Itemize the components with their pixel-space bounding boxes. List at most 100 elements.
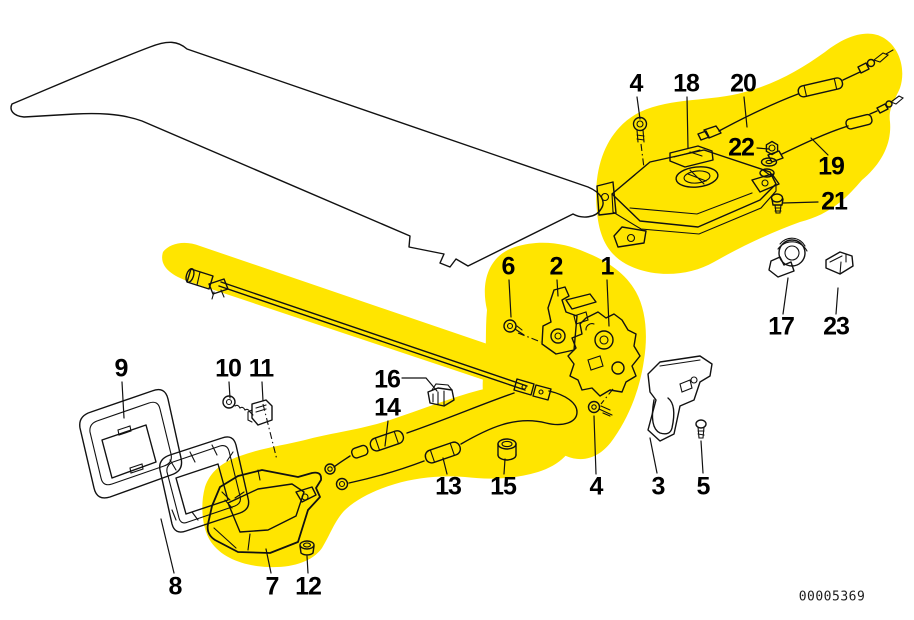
rod-fitting-ridge: [196, 271, 201, 286]
bolt-21-shaft: [774, 204, 782, 214]
part-11-clip-nut: [247, 399, 273, 426]
bolt-4b-center: [591, 404, 597, 410]
hex-nut: [765, 140, 779, 156]
axis-bolt4-to-plate: [640, 143, 645, 169]
part-6-bolt: [503, 319, 525, 336]
part-13-cable: [335, 390, 578, 491]
cable-14-adjuster-barrel: [369, 430, 405, 452]
part-17-cable-clamp: [768, 237, 808, 278]
leader-21: [782, 201, 819, 204]
part-label-12: 12: [295, 572, 322, 601]
rod-left-cap: [185, 268, 195, 283]
part-19-bowden-cable: [767, 95, 904, 163]
leader-16: [401, 377, 438, 392]
leader-14: [384, 420, 389, 447]
part-label-10: 10: [215, 354, 242, 383]
hex-nut-hole: [768, 144, 776, 152]
part-12-grommet: [299, 540, 315, 556]
lock-cam: [594, 330, 614, 350]
highlight-actuator-region: [596, 33, 903, 274]
leader-4-top: [636, 96, 641, 120]
bezel-window: [101, 424, 157, 479]
cable-19-wire-end: [869, 110, 878, 115]
grommet-body: [299, 545, 315, 556]
cable-20-ferrule: [857, 62, 870, 74]
screw-5-shaft: [697, 426, 705, 439]
part-21-bolt: [770, 193, 784, 214]
axis-bolt6-to-latch: [517, 332, 542, 343]
part-label-14: 14: [374, 393, 401, 422]
part-label-5: 5: [696, 472, 711, 501]
latch-pivot-hole: [554, 332, 562, 340]
door-sill-path: [10, 41, 604, 268]
lock-spring: [585, 323, 595, 331]
highlight-rod-band-region: [162, 242, 557, 398]
cable-20-wire: [718, 93, 799, 132]
part-15-bushing: [497, 438, 517, 461]
cable-14-wire-left: [333, 455, 351, 468]
bracket-3-body: [647, 355, 713, 442]
part-label-22: 22: [728, 133, 755, 162]
part-label-13: 13: [435, 472, 462, 501]
part-18-bracket: [669, 145, 714, 168]
leader-12: [306, 555, 309, 574]
leader-13: [442, 457, 448, 475]
clevis-pin-1: [521, 384, 527, 390]
part-label-2: 2: [549, 252, 564, 281]
part-23-clip: [825, 251, 854, 275]
leader-23: [835, 287, 839, 315]
gasket-outer: [159, 436, 250, 533]
bolt-21-head-side: [771, 198, 784, 206]
cable-19-ferrule: [876, 103, 889, 114]
grommet-top: [299, 540, 315, 550]
drawing-code: 00005369: [798, 589, 866, 605]
cable-20-adjuster-barrel: [797, 77, 844, 98]
part-22-nut-and-washers: [759, 140, 779, 178]
label-leader-lines: [121, 96, 839, 574]
part-9-bezel-frame: [79, 388, 183, 499]
axis-clip11-to-housing: [262, 403, 278, 461]
screw-10-head: [222, 395, 236, 409]
bracket-3-detail: [659, 359, 701, 393]
part-18-bracket-detail: [673, 149, 703, 158]
cable-14-end-cap-hole: [327, 466, 333, 472]
part-14-cable: [324, 392, 515, 475]
actuator-oval-hatch: [687, 169, 707, 185]
part-8-gasket-frame: [159, 436, 250, 533]
actuator-left-ear: [596, 181, 617, 216]
leader-1: [606, 279, 610, 327]
part-label-1: 1: [600, 252, 615, 281]
screw-5-head: [695, 419, 707, 429]
cable-19-tip: [889, 95, 904, 105]
part-7-door-handle-housing: [206, 469, 322, 554]
door-panel-outline: [10, 41, 604, 268]
leader-3: [649, 437, 658, 474]
part-20-bowden-cable: [697, 49, 894, 141]
cable-13-wire-u-bend: [460, 390, 578, 445]
cable-14-wire-right: [406, 392, 515, 434]
part-connecting-rod: [185, 268, 552, 401]
gasket-window: [175, 463, 229, 515]
part-label-4: 4: [589, 472, 604, 501]
screw-10-thread-coil: [234, 404, 254, 416]
part-lock-actuator-assembly: [596, 49, 904, 248]
actuator-bottom-ear: [613, 226, 647, 248]
latch-plate: [565, 293, 597, 310]
part-label-15: 15: [490, 472, 517, 501]
leader-8: [160, 518, 175, 574]
bushing-hole: [501, 440, 513, 448]
clip-11-body: [251, 399, 273, 426]
actuator-plate-thickness: [611, 183, 777, 235]
part-label-19: 19: [818, 152, 845, 181]
leader-11: [261, 381, 264, 402]
clamp-17-base: [768, 256, 795, 278]
lock-cam-hole: [599, 335, 609, 345]
housing-recess: [227, 483, 305, 533]
cable-19-ball-end: [885, 100, 893, 108]
bezel-notches: [117, 425, 144, 474]
bolt-6-center: [506, 322, 514, 330]
leader-20: [743, 96, 748, 128]
clip-16-body: [427, 387, 455, 407]
